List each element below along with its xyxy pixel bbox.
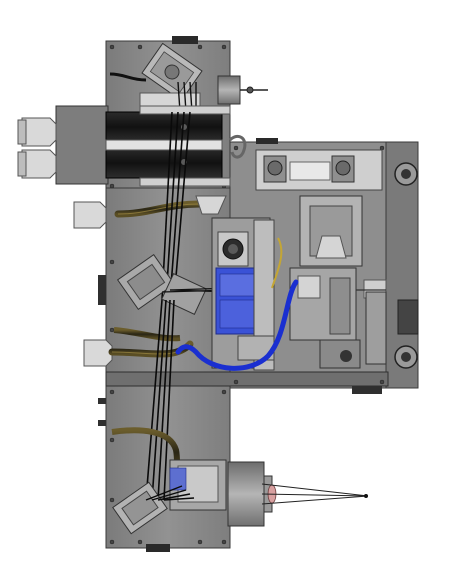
motor-upper — [105, 111, 223, 143]
motor-housing — [55, 105, 109, 185]
focused-beam — [261, 483, 369, 505]
screw-holes — [109, 44, 385, 545]
top-right-cylinder — [217, 75, 241, 105]
right-carriage-top — [255, 138, 419, 369]
motor-lower — [105, 147, 223, 179]
motor-block — [17, 105, 247, 187]
bottom-optics-assembly — [111, 427, 369, 552]
blue-tube — [175, 279, 299, 371]
side-details — [98, 275, 382, 426]
top-angled-mount — [141, 42, 203, 102]
hose-assembly — [73, 111, 233, 501]
linear-stage — [289, 195, 387, 369]
horizontal-rail — [105, 371, 389, 387]
output-lens-tube — [227, 461, 265, 527]
central-stage — [211, 217, 283, 371]
middle-angled-mount — [116, 253, 176, 311]
